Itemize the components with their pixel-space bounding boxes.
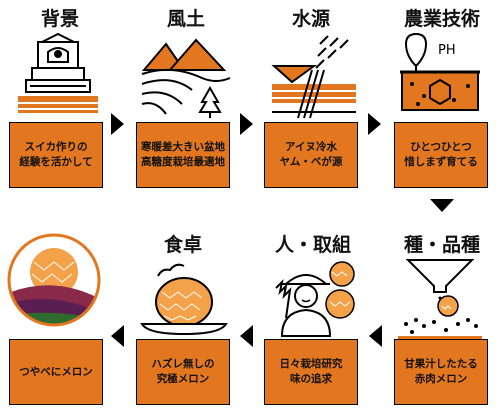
step-title-background: 背景 [40,8,79,30]
step-title-water-source: 水源 [291,8,330,30]
step-title-seed-variety: 種・品種 [403,234,480,256]
step-text-line1: ハズレ無しの [151,358,215,370]
step-text-line2: 赤肉メロン [414,373,468,385]
mountain-landscape-icon [141,38,231,118]
step-box-tsuyabeni-melon: つやべにメロン [9,339,103,405]
flow-arrow-left [240,325,253,347]
step-box-background: スイカ作りの経験を活かして [9,122,103,188]
step-box-water-source: アイヌ冷水ヤム・ベが源 [264,122,358,188]
step-text-line1: 寒暖差大きい盆地 [141,141,225,153]
step-box-seed-variety: 甘果汁したたる赤肉メロン [394,339,488,405]
step-box-people-efforts: 日々栽培研究味の追求 [264,339,358,405]
step-title-climate: 風土 [166,8,205,30]
step-box-farming-technique: ひとつひとつ惜しまず育てる [394,122,488,188]
farmhouse-icon [18,32,98,113]
step-title-farming-technique: 農業技術 [403,8,480,30]
step-text-line2: 経験を活かして [19,156,93,168]
step-text-line1: つやべにメロン [19,365,93,378]
step-box-climate: 寒暖差大きい盆地高糖度栽培最適地 [136,122,230,188]
step-text-line2: 高糖度栽培最適地 [141,156,225,168]
water-source-icon [271,35,356,119]
step-text-line2: 惜しまず育てる [404,156,478,168]
flow-arrow-left [111,325,124,347]
step-text-line1: アイヌ冷水 [285,141,337,153]
ph-label: PH [438,43,456,58]
step-text-line1: スイカ作りの [24,141,88,153]
step-title-dining-table: 食卓 [163,234,202,256]
flow-arrow-left [369,325,382,347]
step-text-line2: 味の追求 [290,373,332,385]
soil-ph-icon: PH [400,32,480,111]
step-title-people-efforts: 人・取組 [274,234,351,256]
flow-arrow-right [240,113,253,135]
flow-arrow-right [111,113,124,135]
melon-dish-icon [140,263,228,336]
step-text-line1: ひとつひとつ [410,141,472,153]
flow-arrow-right [368,113,381,135]
flow-arrow-down [430,199,454,212]
step-text-line1: 日々栽培研究 [279,358,343,370]
melon-logo-icon [7,233,101,327]
step-text-line1: 甘果汁したたる [404,358,478,370]
seed-variety-icon [398,259,482,342]
step-text-line2: ヤム・ベが源 [279,156,343,168]
step-box-dining-table: ハズレ無しの究極メロン [136,339,230,405]
farmer-icon [275,261,355,337]
step-text-line2: 究極メロン [156,373,210,385]
